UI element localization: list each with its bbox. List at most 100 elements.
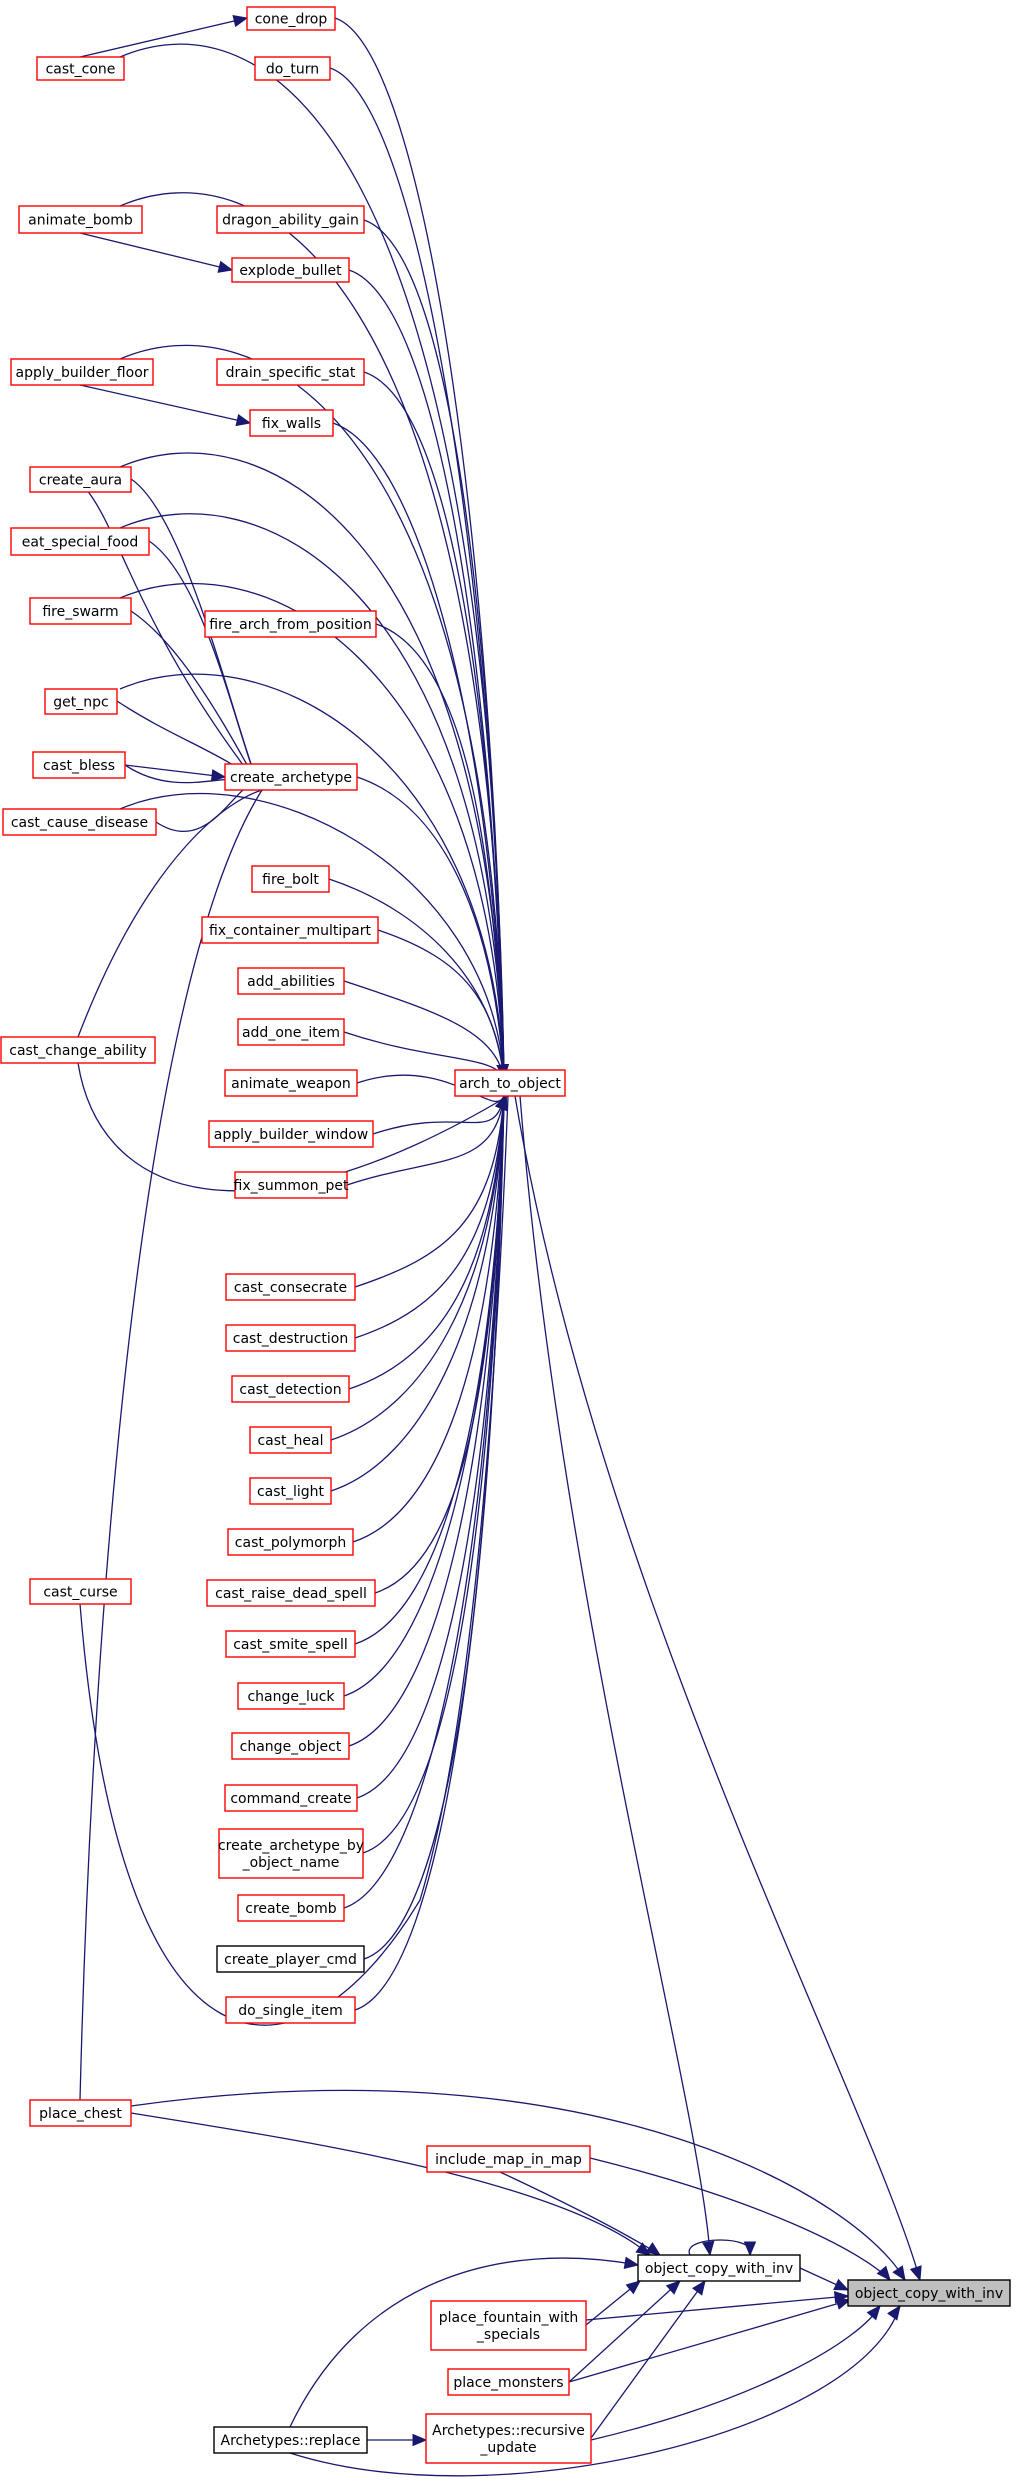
node-box <box>225 1630 356 1658</box>
node-label: do_turn <box>266 62 319 78</box>
call-edge <box>568 2280 681 2383</box>
graph-node[interactable]: command_create <box>224 1784 358 1812</box>
graph-node[interactable]: place_monsters <box>447 2368 570 2396</box>
call-edge <box>77 479 263 791</box>
graph-node[interactable]: object_copy_with_inv <box>637 2254 801 2282</box>
node-label: _object_name <box>242 1855 340 1871</box>
node-box <box>201 916 379 944</box>
graph-node[interactable]: fire_swarm <box>29 597 132 625</box>
graph-node[interactable]: apply_builder_window <box>208 1120 374 1148</box>
graph-node[interactable]: cast_polymorph <box>227 1528 354 1556</box>
graph-node[interactable]: do_turn <box>254 56 331 81</box>
call-edge <box>79 789 263 2101</box>
graph-node[interactable]: eat_special_food <box>10 527 150 556</box>
call-edge <box>289 2305 901 2477</box>
call-edge <box>79 17 248 58</box>
edge-arrowhead <box>909 2265 922 2282</box>
node-label: cast_cause_disease <box>11 815 148 831</box>
graph-node[interactable]: animate_bomb <box>18 205 143 234</box>
graph-node[interactable]: fire_arch_from_position <box>204 610 377 638</box>
graph-node[interactable]: apply_builder_floor <box>10 358 154 386</box>
node-label: apply_builder_window <box>214 1127 368 1143</box>
graph-node[interactable]: cast_cone <box>36 56 125 81</box>
graph-node[interactable]: drain_specific_stat <box>216 358 365 386</box>
node-label: change_object <box>240 1739 342 1755</box>
graph-node[interactable]: create_player_cmd <box>216 1945 365 1973</box>
graph-node[interactable]: fix_container_multipart <box>201 916 379 944</box>
graph-node[interactable]: cast_heal <box>249 1426 332 1454</box>
graph-node[interactable]: cast_consecrate <box>225 1273 356 1301</box>
graph-node[interactable]: dragon_ability_gain <box>216 205 365 234</box>
call-edge <box>354 1095 505 2011</box>
call-edge <box>568 2299 851 2383</box>
graph-node[interactable]: cast_raise_dead_spell <box>206 1579 376 1607</box>
graph-node[interactable]: do_single_item <box>225 1996 356 2024</box>
node-box <box>251 865 330 893</box>
graph-node[interactable]: place_chest <box>29 2099 132 2127</box>
edge-arrowhead <box>210 769 227 782</box>
graph-node[interactable]: create_bomb <box>237 1894 345 1922</box>
graph-node[interactable]: cast_curse <box>29 1578 132 1605</box>
call-edge <box>328 878 505 1079</box>
graph-node[interactable]: Archetypes::replace <box>213 2426 368 2454</box>
graph-node[interactable]: create_aura <box>29 466 132 493</box>
graph-node[interactable]: cast_change_ability <box>0 1036 156 1064</box>
node-label: _specials <box>476 2327 540 2343</box>
node-box <box>29 2099 132 2127</box>
node-label: _update <box>479 2440 536 2456</box>
node-label: cast_change_ability <box>9 1043 147 1059</box>
call-edge <box>79 232 233 271</box>
edge-arrowhead <box>232 14 249 28</box>
node-label: cast_destruction <box>233 1331 349 1347</box>
node-box <box>216 205 365 234</box>
graph-node[interactable]: Archetypes::recursive_update <box>425 2413 592 2464</box>
call-edge <box>348 1095 505 1747</box>
graph-node[interactable]: fix_walls <box>249 409 334 437</box>
graph-node[interactable]: change_object <box>231 1732 350 1760</box>
node-label: add_one_item <box>242 1025 340 1041</box>
call-edge <box>148 540 263 791</box>
node-label: eat_special_food <box>22 535 138 551</box>
graph-node[interactable]: create_archetype_by_object_name <box>218 1828 364 1879</box>
node-label: create_player_cmd <box>224 1952 357 1968</box>
call-edge <box>130 2112 651 2256</box>
node-label: animate_weapon <box>231 1076 351 1092</box>
call-edge <box>330 1095 505 1492</box>
node-label: cast_curse <box>43 1585 117 1601</box>
graph-node[interactable]: fire_bolt <box>251 865 330 893</box>
call-edge <box>155 783 263 832</box>
graph-node[interactable]: change_luck <box>237 1682 345 1710</box>
graph-node[interactable]: cast_light <box>249 1477 332 1505</box>
graph-node[interactable]: create_archetype <box>224 763 358 791</box>
graph-node[interactable]: cast_destruction <box>225 1324 356 1352</box>
call-edge <box>289 2257 639 2428</box>
call-edge <box>346 1095 505 1186</box>
edge-arrowhead <box>702 2240 715 2257</box>
node-box <box>10 527 150 556</box>
graph-node[interactable]: cast_cause_disease <box>2 808 157 836</box>
graph-node[interactable]: cast_detection <box>231 1375 350 1403</box>
edge-arrowhead <box>645 2242 662 2256</box>
node-label: fire_arch_from_position <box>209 617 372 633</box>
graph-node[interactable]: add_abilities <box>237 967 345 995</box>
graph-node[interactable]: animate_weapon <box>224 1069 358 1097</box>
graph-node[interactable]: cone_drop <box>246 6 336 31</box>
graph-node[interactable]: explode_bullet <box>231 257 350 283</box>
node-label: create_aura <box>39 473 122 489</box>
graph-node[interactable]: add_one_item <box>237 1018 345 1046</box>
node-box <box>237 1894 345 1922</box>
graph-node[interactable]: include_map_in_map <box>426 2145 591 2173</box>
node-label: place_fountain_with <box>439 2310 578 2326</box>
node-label: cast_heal <box>257 1433 323 1449</box>
graph-node[interactable]: cast_smite_spell <box>225 1630 356 1658</box>
graph-node[interactable]: cast_bless <box>32 751 126 779</box>
graph-node[interactable]: place_fountain_with_specials <box>430 2300 587 2351</box>
graph-node[interactable]: fix_summon_pet <box>234 1171 349 1199</box>
graph-node[interactable]: get_npc <box>44 688 118 715</box>
graph-node[interactable]: arch_to_object <box>454 1069 566 1097</box>
edge-arrowhead <box>495 1094 507 1111</box>
node-label: cast_smite_spell <box>233 1637 348 1653</box>
node-box <box>208 1120 374 1148</box>
node-label: cast_cone <box>46 62 116 78</box>
